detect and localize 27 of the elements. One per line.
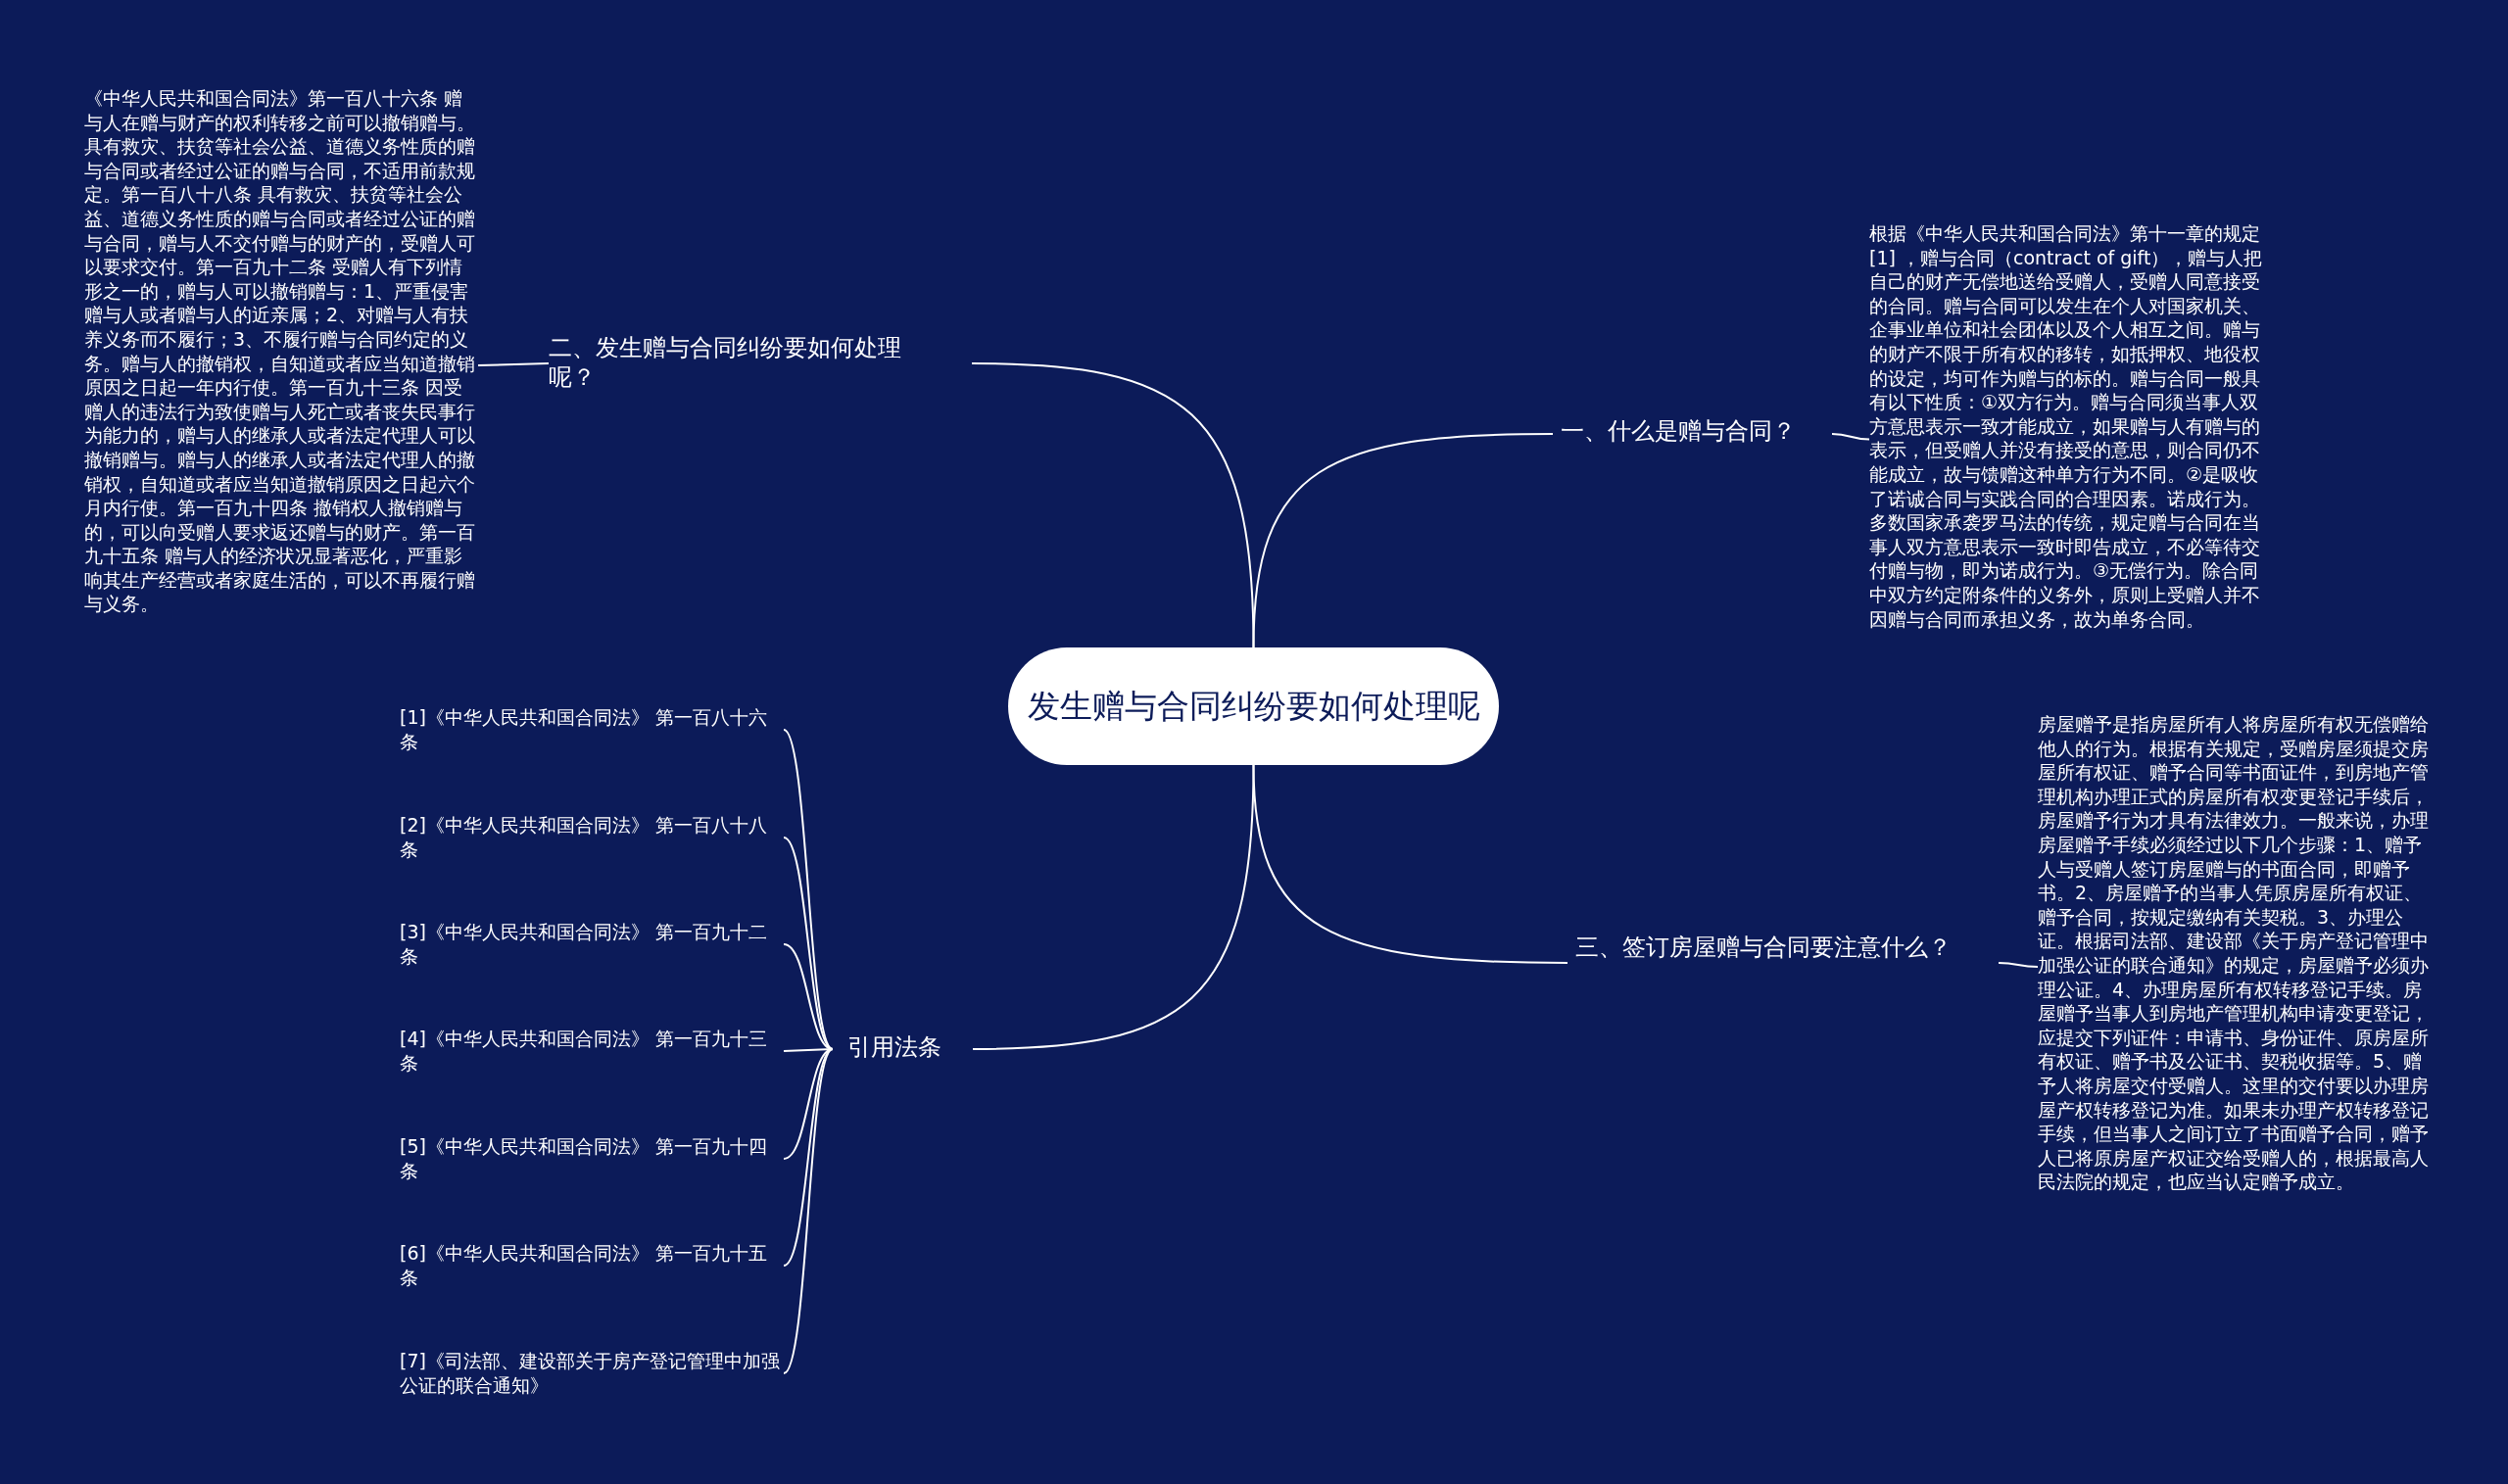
topic-label: 三、签订房屋赠与合同要注意什么？: [1568, 933, 1999, 993]
connector-line: [971, 362, 1255, 648]
topic-label: 二、发生赠与合同纠纷要如何处理呢？: [549, 333, 972, 394]
connector-line: [477, 362, 550, 366]
note-text: 《中华人民共和国合同法》第一百八十六条 赠与人在赠与财产的权利转移之前可以撤销赠与。具有救灾、扶贫等社会公益、道德义务性质的赠与合同或者经过公证的赠与合同，不适用前款规定。第一百八十八条 具有救灾、扶贫等社会公益、道德义务性质的赠与合同或者经过公证的赠与合同，赠与人不交付赠与的财产的，受赠人可以要求交付。第一百九十二条 受赠人有下列情形之一的，赠与人可以撤销赠与：1、严重侵害赠与人或者赠与人的近亲属；2、对赠与人有扶养义务而不履行；3、不履行赠与合同约定的义务。赠与人的撤销权，自知道或者应当知道撤销原因之日起一年内行使。第一百九十三条 因受赠人的违法行为致使赠与人死亡或者丧失民事行为能力的，赠与人的继承人或者法定代理人可以撤销赠与。赠与人的继承人或者法定代理人的撤销权，自知道或者应当知道撤销原因之日起六个月内行使。第一百九十四条 撤销权人撤销赠与的，可以向受赠人要求返还赠与的财产。第一百九十五条 赠与人的经济状况显著恶化，严重影响其生产经营或者家庭生活的，可以不再履行赠与义务。: [84, 86, 478, 645]
note-text: [7]《司法部、建设部关于房产登记管理中加强公证的联合通知》: [400, 1349, 784, 1398]
connector-line: [783, 1048, 834, 1160]
connector-line: [783, 729, 834, 1050]
connector-line: [972, 764, 1255, 1050]
note-text: [4]《中华人民共和国合同法》 第一百九十三条: [400, 1027, 784, 1076]
connector-line: [1252, 433, 1554, 648]
note-text: [1]《中华人民共和国合同法》 第一百八十六条: [400, 705, 784, 754]
topic-label: 引用法条: [833, 1032, 973, 1066]
connector-line: [1252, 764, 1568, 964]
note-text: [6]《中华人民共和国合同法》 第一百九十五条: [400, 1241, 784, 1290]
note-text: [3]《中华人民共和国合同法》 第一百九十二条: [400, 920, 784, 969]
topic-label: 一、什么是赠与合同？: [1553, 416, 1832, 452]
central-topic: 发生赠与合同纠纷要如何处理呢: [1008, 647, 1499, 765]
note-text: 根据《中华人民共和国合同法》第十一章的规定 [1] ，赠与合同（contract of gift），赠与人把自己的财产无偿地送给受赠人，受赠人同意接受的合同。赠与合同可以发生在个人对国家机关、企事业单位和社会团体以及个人相互之间。赠与的财产不限于所有权的移转，如抵押权、地役权的设定，均可作为赠与的标的。赠与合同一般具有以下性质：①双方行为。赠与合同须当事人双方意思表示一致才能成立，如果赠与人有赠与的表示，但受赠人并没有接受的意思，则合同仍不能成立，故与馈赠这种单方行为不同。②是吸收了诺诚合同与实践合同的合理因素。诺成行为。多数国家承袭罗马法的传统，规定赠与合同在当事人双方意思表示一致时即告成立，不必等待交付赠与物，即为诺成行为。③无偿行为。除合同中双方约定附条件的义务外，原则上受赠人并不因赠与合同而承担义务，故为单务合同。: [1869, 221, 2266, 657]
connector-line: [783, 1048, 834, 1267]
connector-line: [783, 943, 834, 1050]
note-text: [2]《中华人民共和国合同法》 第一百八十八条: [400, 813, 784, 862]
connector-line: [1998, 962, 2039, 968]
note-text: [5]《中华人民共和国合同法》 第一百九十四条: [400, 1134, 784, 1183]
connector-line: [783, 1048, 834, 1374]
connector-line: [1831, 433, 1870, 441]
note-text: 房屋赠予是指房屋所有人将房屋所有权无偿赠给他人的行为。根据有关规定，受赠房屋须提交房屋所有权证、赠予合同等书面证件，到房地产管理机构办理正式的房屋所有权变更登记手续后，房屋赠予行为才具有法律效力。一般来说，办理房屋赠予手续必须经过以下几个步骤：1、赠予人与受赠人签订房屋赠与的书面合同，即赠予书。2、房屋赠予的当事人凭原房屋所有权证、赠予合同，按规定缴纳有关契税。3、办理公证。根据司法部、建设部《关于房产登记管理中加强公证的联合通知》的规定，房屋赠予必须办理公证。4、办理房屋所有权转移登记手续。房屋赠予当事人到房地产管理机构申请变更登记，应提交下列证件：申请书、身份证件、原房屋所有权证、赠予书及公证书、契税收据等。5、赠予人将房屋交付受赠人。这里的交付要以办理房屋产权转移登记为准。如果未办理产权转移登记手续，但当事人之间订立了书面赠予合同，赠予人已将原房屋产权证交给受赠人的，根据最高人民法院的规定，也应当认定赠予成立。: [2038, 712, 2432, 1221]
